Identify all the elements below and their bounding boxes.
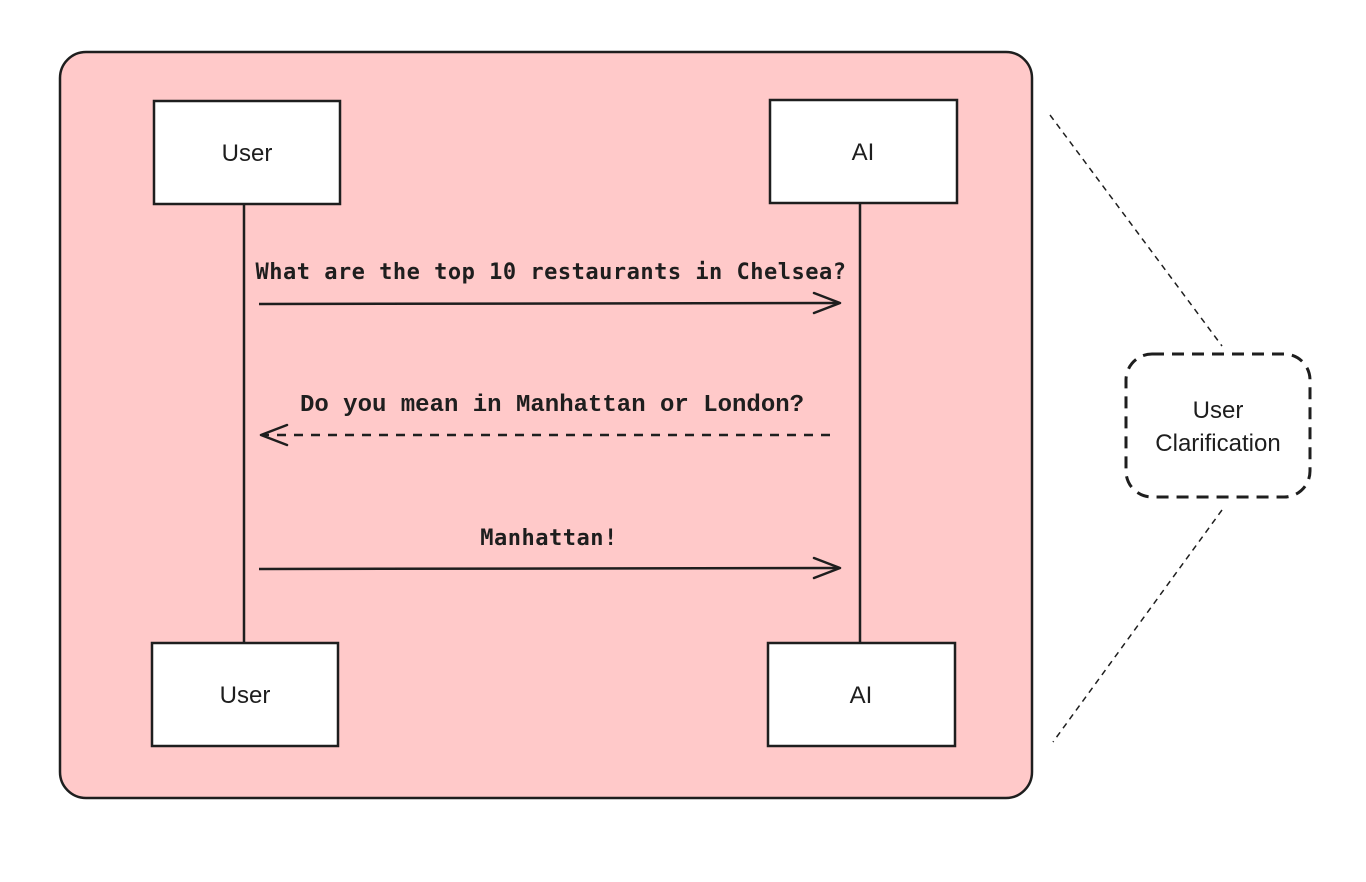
arrowhead-right-icon bbox=[812, 291, 842, 315]
actor-ai-top-label: AI bbox=[852, 139, 875, 166]
actor-user-bottom-label: User bbox=[220, 682, 271, 709]
zoom-line-top bbox=[1049, 114, 1223, 347]
callout-line-1: User bbox=[1193, 397, 1244, 424]
callout-line-2: Clarification bbox=[1155, 430, 1280, 457]
actor-user-bottom: User bbox=[150, 641, 340, 748]
actor-user-top: User bbox=[152, 99, 342, 206]
message-1-label: What are the top 10 restaurants in Chels… bbox=[255, 260, 846, 285]
actor-ai-top: AI bbox=[768, 98, 959, 205]
actor-ai-bottom-label: AI bbox=[850, 682, 873, 709]
zoom-line-bottom bbox=[1052, 509, 1223, 743]
message-3-label: Manhattan! bbox=[480, 526, 617, 551]
actor-user-top-label: User bbox=[222, 140, 273, 167]
message-2-label: Do you mean in Manhattan or London? bbox=[300, 392, 804, 419]
arrowhead-left-icon bbox=[259, 423, 289, 447]
user-clarification-callout: User Clarification bbox=[1124, 352, 1312, 499]
message-3: Manhattan! bbox=[258, 526, 842, 580]
message-1: What are the top 10 restaurants in Chels… bbox=[255, 260, 846, 315]
message-2: Do you mean in Manhattan or London? bbox=[259, 392, 830, 447]
highlight-frame bbox=[58, 50, 1034, 800]
actor-ai-bottom: AI bbox=[766, 641, 957, 748]
arrowhead-right-icon bbox=[812, 556, 842, 580]
